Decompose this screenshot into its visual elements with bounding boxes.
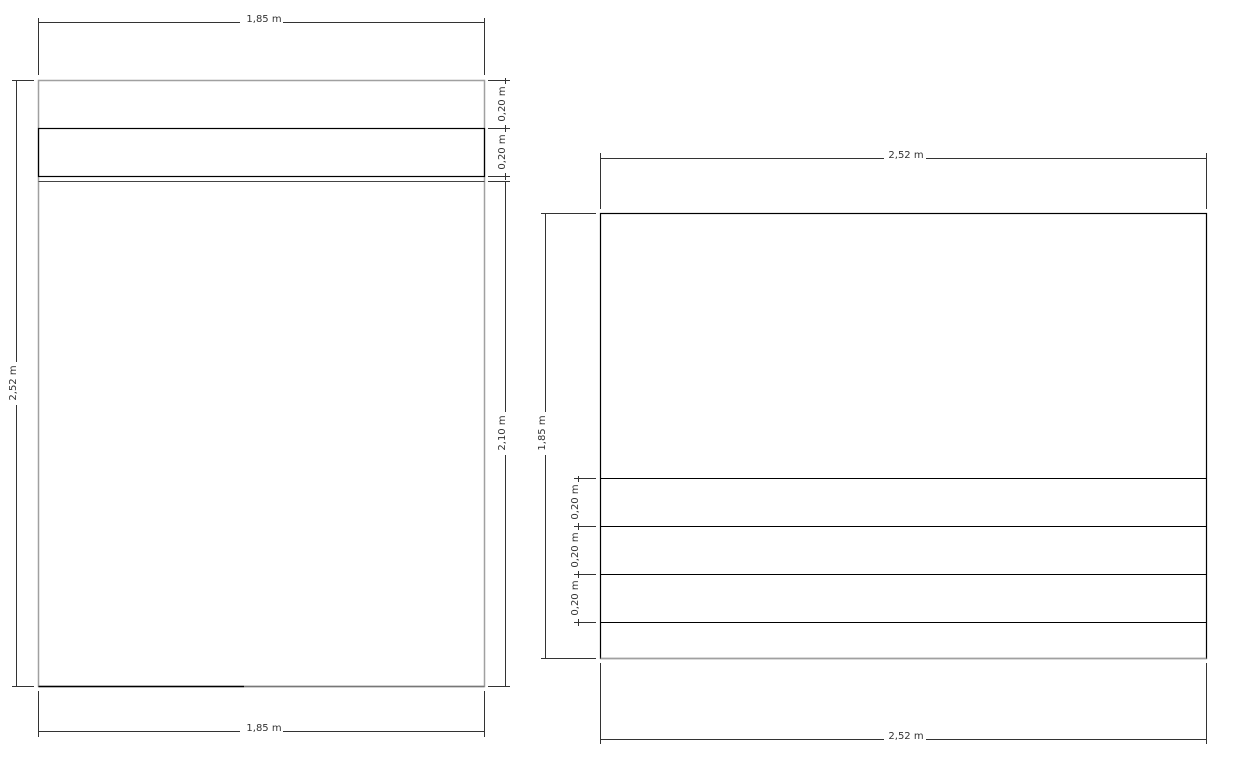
right-top-width-dimension: 2,52 m <box>600 150 1207 209</box>
right-drawing: 2,52 m 2,52 m 1,85 m 0 <box>537 150 1208 744</box>
left-bottom-width-dimension: 1,85 m <box>38 691 485 737</box>
left-height-label: 2,52 m <box>8 365 19 400</box>
left-panel-outline <box>37 79 486 688</box>
left-top-width-label: 1,85 m <box>246 14 281 25</box>
left-segment-3-label: 2,10 m <box>497 415 508 450</box>
right-height-label: 1,85 m <box>537 415 548 450</box>
right-bottom-width-dimension: 2,52 m <box>600 663 1207 744</box>
left-height-dimension: 2,52 m <box>8 80 34 687</box>
left-segment-dimensions: 0,20 m 0,20 m 2,10 m <box>488 78 510 687</box>
left-bottom-width-label: 1,85 m <box>246 723 281 734</box>
left-top-width-dimension: 1,85 m <box>38 14 485 75</box>
right-bottom-width-label: 2,52 m <box>888 731 923 742</box>
left-drawing: 1,85 m 1,85 m 2,52 m <box>8 14 510 737</box>
right-top-width-label: 2,52 m <box>888 150 923 161</box>
right-segment-2-label: 0,20 m <box>570 532 581 567</box>
right-segment-3-label: 0,20 m <box>570 580 581 615</box>
right-segment-1-label: 0,20 m <box>570 484 581 519</box>
left-top-band <box>37 127 486 178</box>
right-panel-outline <box>599 212 1208 660</box>
left-segment-2-label: 0,20 m <box>497 134 508 169</box>
right-height-dimension: 1,85 m <box>537 213 596 659</box>
right-segment-dimensions: 0,20 m 0,20 m 0,20 m <box>570 476 596 626</box>
left-segment-1-label: 0,20 m <box>497 86 508 121</box>
